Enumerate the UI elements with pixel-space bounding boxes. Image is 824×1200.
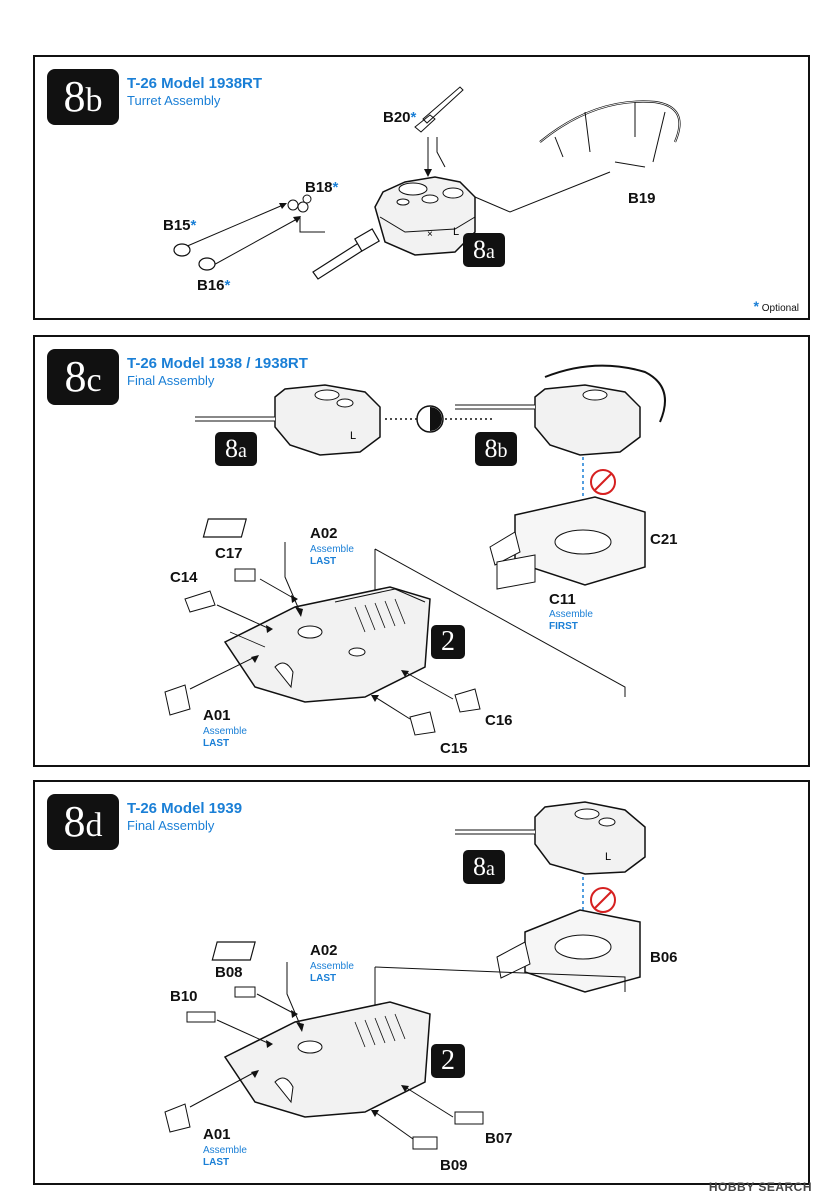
part-label-a02: A02 [310, 525, 338, 542]
step-subtitle: Final Assembly [127, 818, 215, 833]
part-label-b07: B07 [485, 1130, 513, 1147]
part-label-b10: B10 [170, 988, 198, 1005]
part-label-b08: B08 [215, 964, 243, 981]
part-label-c21: C21 [650, 531, 678, 548]
part-label-a01: A01 [203, 1126, 231, 1143]
part-label-a02: A02 [310, 942, 338, 959]
assemble-note-a02: Assemble LAST [310, 544, 354, 567]
part-label-a01: A01 [203, 707, 231, 724]
part-label-b20: B20* [383, 109, 417, 126]
assemble-note-c11: Assemble FIRST [549, 609, 593, 632]
part-label-c15: C15 [440, 740, 468, 757]
step-title-8d: T-26 Model 1939 Final Assembly [127, 800, 242, 833]
step-title-8c: T-26 Model 1938 / 1938RT Final Assembly [127, 355, 308, 388]
part-label-b18: B18* [305, 179, 339, 196]
assemble-note-a02: Assemble LAST [310, 961, 354, 984]
part-label-c14: C14 [170, 569, 198, 586]
step-title-8b: T-26 Model 1938RT Turret Assembly [127, 75, 262, 108]
step-subtitle: Turret Assembly [127, 93, 221, 108]
reference-badge-2: 2 [431, 625, 465, 659]
part-label-b15: B15* [163, 217, 197, 234]
step-title: T-26 Model 1938RT [127, 75, 263, 92]
turret-assembly-drawing: L × [173, 86, 681, 280]
part-label-c17: C17 [215, 545, 243, 562]
final-assembly-drawing-8c: L [164, 364, 666, 736]
part-label-c16: C16 [485, 712, 513, 729]
assemble-note-a01: Assemble LAST [203, 1145, 247, 1168]
step-title: T-26 Model 1939 [127, 800, 243, 817]
part-label-b09: B09 [440, 1157, 468, 1174]
part-label-b19: B19 [628, 190, 656, 207]
svg-text:L: L [350, 430, 356, 442]
part-label-c11: C11 [549, 591, 576, 608]
reference-badge-2: 2 [431, 1044, 465, 1078]
assemble-note-a01: Assemble LAST [203, 726, 247, 749]
part-label-b06: B06 [650, 949, 678, 966]
final-assembly-drawing-8d: L [164, 801, 646, 1150]
svg-text:L: L [453, 226, 459, 238]
svg-text:L: L [605, 851, 611, 863]
optional-legend: * Optional [753, 298, 799, 314]
svg-text:×: × [427, 229, 433, 240]
part-label-b16: B16* [197, 277, 231, 294]
step-subtitle: Final Assembly [127, 373, 215, 388]
watermark: HOBBY SEARCH [708, 1180, 812, 1194]
step-title: T-26 Model 1938 / 1938RT [127, 355, 308, 372]
